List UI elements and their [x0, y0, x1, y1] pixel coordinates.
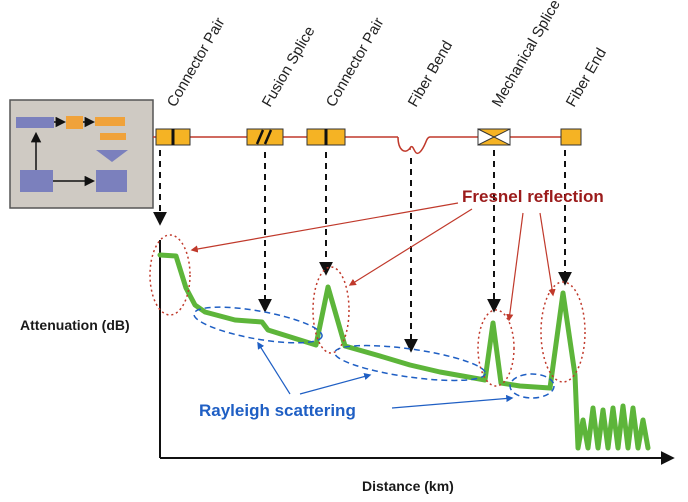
x-axis-label: Distance (km) — [362, 478, 454, 494]
event-label-mechanical-splice: Mechanical Splice — [489, 0, 564, 110]
fresnel-reflection-label: Fresnel reflection — [462, 187, 604, 206]
event-label-fusion-splice: Fusion Splice — [259, 24, 319, 110]
event-label-fiber-bend: Fiber Bend — [405, 38, 456, 110]
rayleigh-highlights — [193, 306, 555, 399]
connector-pair-icon — [155, 128, 191, 146]
otdr-instrument-icon — [9, 99, 154, 209]
rayleigh-ellipse-3 — [509, 373, 555, 399]
fresnel-highlights — [149, 234, 586, 387]
fiber-bend-icon — [409, 148, 411, 150]
fresnel-ellipse-1 — [149, 234, 191, 316]
fiber-end-icon — [560, 128, 582, 146]
fresnel-ellipse-4 — [540, 281, 586, 383]
mechanical-splice-icon — [477, 128, 511, 146]
rayleigh-pointer-arrows — [257, 341, 514, 409]
fresnel-pointer-arrows — [190, 202, 556, 322]
event-label-connector-pair-1: Connector Pair — [164, 15, 229, 110]
fresnel-ellipse-3 — [477, 309, 515, 387]
axes — [159, 240, 675, 465]
event-labels: Connector Pair Fusion Splice Connector P… — [164, 0, 610, 110]
event-drop-arrows — [153, 150, 572, 353]
rayleigh-ellipse-1 — [193, 306, 323, 344]
fresnel-ellipse-2 — [312, 266, 350, 354]
rayleigh-scattering-label: Rayleigh scattering — [199, 401, 356, 420]
otdr-trace — [157, 252, 651, 451]
connector-pair-icon — [306, 128, 346, 146]
y-axis-label: Attenuation (dB) — [20, 317, 130, 333]
rayleigh-ellipse-2 — [333, 344, 487, 382]
fusion-splice-icon — [246, 128, 284, 146]
event-label-connector-pair-2: Connector Pair — [323, 15, 388, 110]
event-label-fiber-end: Fiber End — [563, 45, 610, 110]
